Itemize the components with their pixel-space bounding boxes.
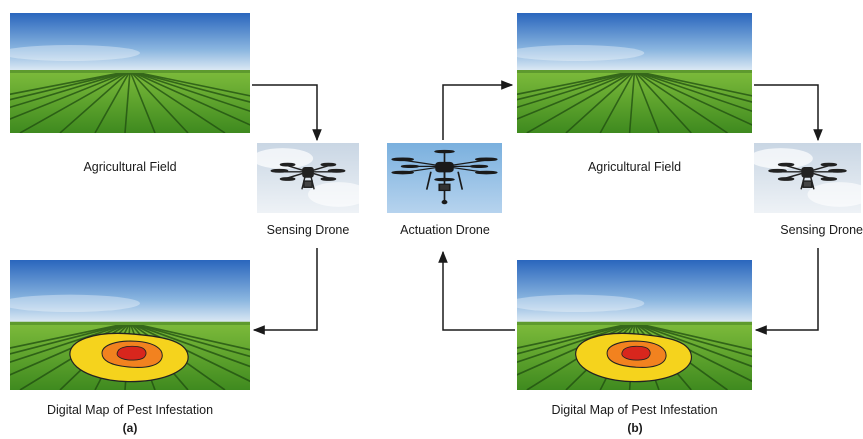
panel-b-sensing-drone-label: Sensing Drone xyxy=(780,223,863,237)
panel-a-tag: (a) xyxy=(122,421,138,435)
actuation-drone-label: Actuation Drone xyxy=(400,223,490,237)
panel-a-field-label: Agricultural Field xyxy=(83,160,177,174)
arrow-b-sensing-to-map xyxy=(754,248,819,335)
arrow-actuation-to-field xyxy=(442,80,514,140)
panel-b-field-label: Agricultural Field xyxy=(587,160,682,174)
arrow-map-to-actuation xyxy=(438,250,515,331)
panel-b-tag: (b) xyxy=(627,421,643,435)
arrow-a-sensing-to-map xyxy=(252,248,318,335)
panel-a-pest-map-label: Digital Map of Pest Infestation xyxy=(46,403,214,417)
arrow-a-field-to-sensing xyxy=(252,84,322,142)
arrow-b-field-to-sensing xyxy=(754,84,823,142)
panel-a-sensing-drone-label: Sensing Drone xyxy=(266,223,350,237)
panel-b-pest-map-label: Digital Map of Pest Infestation xyxy=(551,403,718,417)
